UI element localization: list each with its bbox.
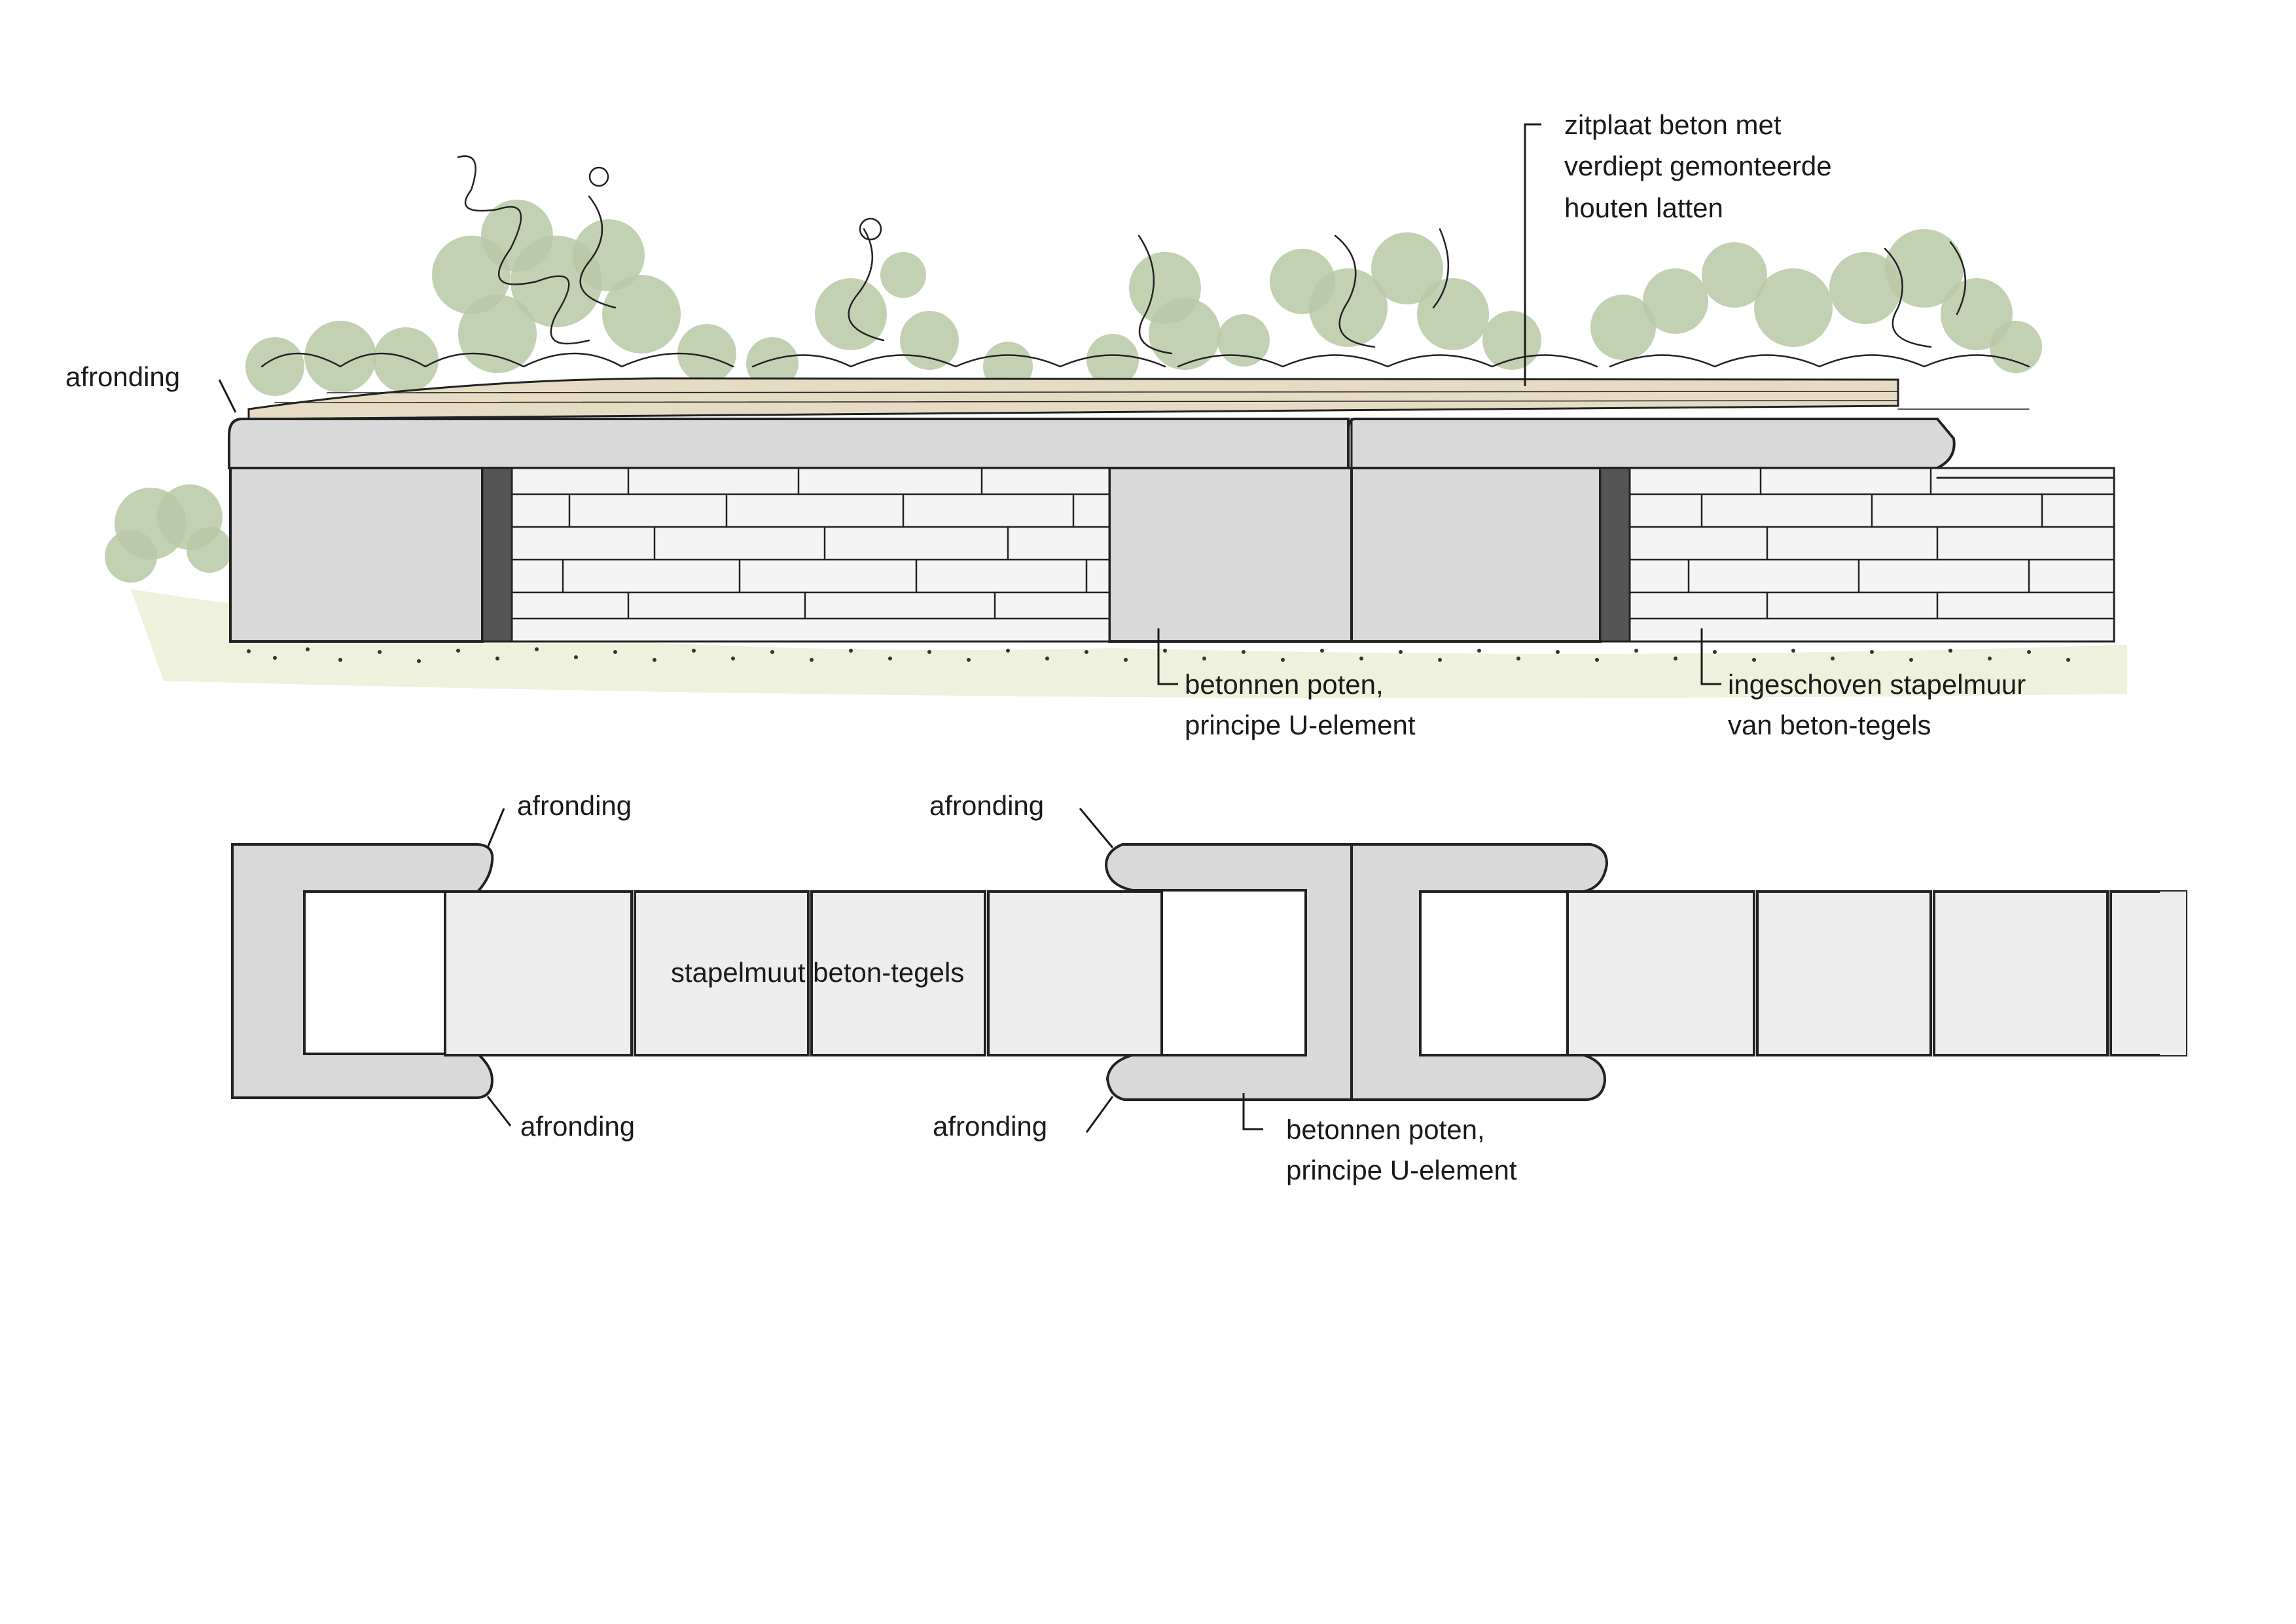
plan-tile bbox=[810, 890, 986, 1056]
shrub-ink bbox=[260, 155, 2030, 368]
pier-1 bbox=[229, 467, 484, 643]
seat-slab-right bbox=[1347, 418, 1956, 469]
label-poten-line1: betonnen poten, bbox=[1185, 669, 1384, 700]
plan-tile bbox=[634, 890, 810, 1056]
label-plan-afronding-bottom-middle: afronding bbox=[933, 1111, 1047, 1142]
plan-u-element-left bbox=[231, 843, 494, 1099]
label-stapelmuur-line2: van beton-tegels bbox=[1728, 710, 1931, 740]
plan-tile bbox=[444, 890, 633, 1056]
plan-tile-extension bbox=[2160, 892, 2186, 1055]
plan-tile bbox=[1933, 890, 2109, 1056]
shrubs bbox=[105, 200, 2042, 583]
seat-slab-left bbox=[228, 418, 1350, 469]
hatch-1 bbox=[481, 467, 513, 643]
plan-u-element-middle-right bbox=[1350, 843, 1609, 1101]
hatch-2 bbox=[1599, 467, 1631, 643]
pier-3 bbox=[1350, 467, 1602, 643]
label-zitplaat-line3: houten latten bbox=[1564, 192, 1723, 223]
label-zitplaat-line1: zitplaat beton met bbox=[1564, 109, 1782, 140]
gravel bbox=[247, 647, 2070, 663]
plan-u-element-middle-left bbox=[1104, 843, 1353, 1101]
elevation-view: afronding zitplaat beton met verdiept ge… bbox=[65, 109, 2127, 740]
plan-view: afronding afronding afronding afronding … bbox=[231, 790, 2187, 1185]
plan-leaders bbox=[486, 808, 1263, 1133]
plan-tile bbox=[1566, 890, 1755, 1056]
label-plan-afronding-top-left: afronding bbox=[517, 790, 632, 821]
seat-wood-grain bbox=[274, 391, 2030, 410]
stacked-wall-2 bbox=[1628, 467, 2115, 643]
label-zitplaat-line2: verdiept gemonteerde bbox=[1564, 151, 1832, 181]
label-plan-afronding-bottom-left: afronding bbox=[520, 1111, 635, 1142]
plan-tile bbox=[1756, 890, 1932, 1056]
label-plan-poten-line2: principe U-element bbox=[1286, 1155, 1517, 1185]
label-plan-poten-line1: betonnen poten, bbox=[1286, 1114, 1485, 1145]
plan-tile bbox=[987, 890, 1163, 1056]
pier-2 bbox=[1108, 467, 1353, 643]
label-plan-stapelmuur: stapelmuut beton-tegels bbox=[671, 957, 964, 988]
seat-wood-slats bbox=[247, 377, 1899, 420]
label-poten-line2: principe U-element bbox=[1185, 710, 1416, 740]
label-afronding-elevation: afronding bbox=[65, 361, 180, 392]
ground-wash bbox=[131, 589, 2127, 698]
label-plan-afronding-top-middle: afronding bbox=[929, 790, 1044, 821]
label-stapelmuur-line1: ingeschoven stapelmuur bbox=[1728, 669, 2026, 700]
elevation-leaders bbox=[218, 123, 1721, 685]
stacked-wall-1 bbox=[511, 467, 1111, 643]
